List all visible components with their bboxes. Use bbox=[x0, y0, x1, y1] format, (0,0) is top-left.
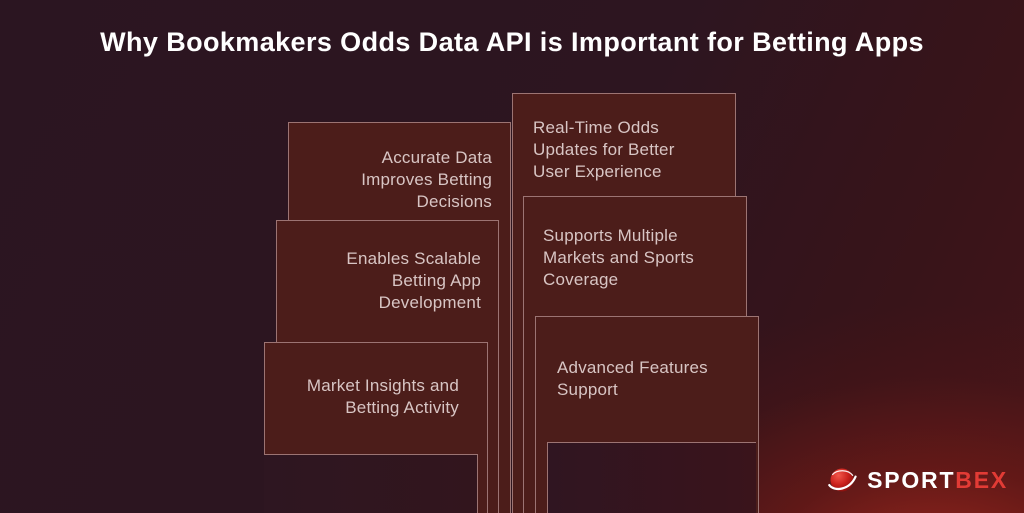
stack-shadow-right bbox=[547, 442, 756, 513]
sportbex-logo: SPORTBEX bbox=[825, 463, 1008, 497]
logo-text-accent: BEX bbox=[955, 466, 1008, 493]
sportbex-logo-text: SPORTBEX bbox=[867, 467, 1008, 494]
stack-shadow-left bbox=[264, 454, 478, 513]
sportbex-logo-icon bbox=[825, 463, 859, 497]
logo-text-primary: SPORT bbox=[867, 466, 956, 493]
page-title: Why Bookmakers Odds Data API is Importan… bbox=[100, 27, 924, 57]
